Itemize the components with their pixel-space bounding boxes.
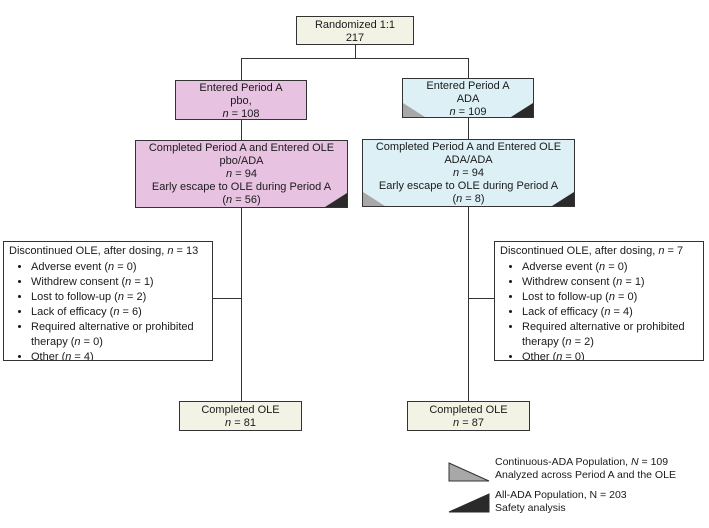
all-ada-marker <box>511 103 533 117</box>
ole-ada-escape-n: (n = 8) <box>452 193 485 205</box>
list-item: Lack of efficacy (n = 6) <box>31 305 207 320</box>
period-a-pbo-box: Entered Period A pbo, n = 108 <box>175 80 307 120</box>
ole-pbo-ada-box: Completed Period A and Entered OLE pbo/A… <box>135 140 348 208</box>
connector-left-main <box>241 208 242 401</box>
list-item: Withdrew consent (n = 1) <box>31 275 207 290</box>
list-item: Lost to follow-up (n = 0) <box>522 290 698 305</box>
completed-left-n: n = 81 <box>225 417 256 429</box>
discontinued-right-title: Discontinued OLE, after dosing, n = 7 <box>500 245 684 257</box>
list-item: Other (n = 0) <box>522 350 698 360</box>
list-item: Adverse event (n = 0) <box>522 260 698 275</box>
connector-left-down-2 <box>241 119 242 140</box>
connector-left-branch <box>213 298 242 299</box>
list-item: Withdrew consent (n = 1) <box>522 275 698 290</box>
list-item: Adverse event (n = 0) <box>31 260 207 275</box>
legend-all-line2: Safety analysis <box>495 502 566 514</box>
ole-pbo-n: n = 94 <box>226 168 257 180</box>
legend-all-marker <box>448 493 490 513</box>
period-a-pbo-group: pbo, <box>230 95 252 107</box>
period-a-ada-title: Entered Period A <box>426 80 510 92</box>
continuous-ada-marker <box>363 192 385 206</box>
ole-pbo-escape-n: (n = 56) <box>222 194 261 206</box>
ole-ada-ada-box: Completed Period A and Entered OLE ADA/A… <box>362 139 575 207</box>
period-a-ada-n: n = 109 <box>449 106 487 118</box>
completed-ole-right-box: Completed OLE n = 87 <box>407 401 530 431</box>
completed-right-label: Completed OLE <box>429 404 508 416</box>
connector-top-vertical <box>355 44 356 58</box>
randomized-count: 217 <box>345 32 365 44</box>
list-item: Lack of efficacy (n = 4) <box>522 305 698 320</box>
period-a-pbo-n: n = 108 <box>222 108 260 120</box>
ole-ada-line1: Completed Period A and Entered OLE <box>375 141 562 153</box>
list-item: Required alternative or prohibited thera… <box>522 320 698 350</box>
connector-left-down-1 <box>241 58 242 80</box>
randomized-label: Randomized 1:1 <box>314 19 396 31</box>
period-a-ada-box: Entered Period A ADA n = 109 <box>402 78 534 118</box>
ole-pbo-escape: Early escape to OLE during Period A <box>151 181 332 193</box>
randomized-box: Randomized 1:1 217 <box>296 16 414 45</box>
list-item: Other (n = 4) <box>31 350 207 360</box>
connector-right-down-1 <box>468 58 469 78</box>
legend-all-line1: All-ADA Population, N = 203 <box>495 489 627 501</box>
completed-right-n: n = 87 <box>453 417 484 429</box>
discontinued-right-box: Discontinued OLE, after dosing, n = 7 Ad… <box>494 241 704 361</box>
completed-ole-left-box: Completed OLE n = 81 <box>179 401 302 431</box>
continuous-ada-marker <box>403 103 425 117</box>
all-ada-marker <box>552 192 574 206</box>
period-a-pbo-title: Entered Period A <box>199 82 283 94</box>
connector-top-horizontal <box>241 58 469 59</box>
connector-right-main <box>468 207 469 401</box>
ole-ada-n: n = 94 <box>453 167 484 179</box>
period-a-ada-group: ADA <box>456 93 480 105</box>
connector-right-down-2 <box>468 117 469 139</box>
list-item: Required alternative or prohibited thera… <box>31 320 207 350</box>
discontinued-left-title: Discontinued OLE, after dosing, n = 13 <box>9 245 199 257</box>
ole-ada-group: ADA/ADA <box>444 154 493 166</box>
ole-pbo-line1: Completed Period A and Entered OLE <box>148 142 335 154</box>
discontinued-left-box: Discontinued OLE, after dosing, n = 13 A… <box>3 241 213 361</box>
ole-ada-escape: Early escape to OLE during Period A <box>378 180 559 192</box>
connector-right-branch <box>468 298 494 299</box>
legend-continuous-text: Continuous-ADA Population, N = 109 Analy… <box>495 456 676 482</box>
ole-pbo-group: pbo/ADA <box>219 155 264 167</box>
legend-continuous-marker <box>448 462 490 482</box>
legend-all-text: All-ADA Population, N = 203 Safety analy… <box>495 489 627 515</box>
list-item: Lost to follow-up (n = 2) <box>31 290 207 305</box>
completed-left-label: Completed OLE <box>201 404 280 416</box>
legend-continuous-line1: Continuous-ADA Population, N = 109 <box>495 456 669 468</box>
legend-continuous-line2: Analyzed across Period A and the OLE <box>495 469 676 481</box>
all-ada-marker <box>325 193 347 207</box>
